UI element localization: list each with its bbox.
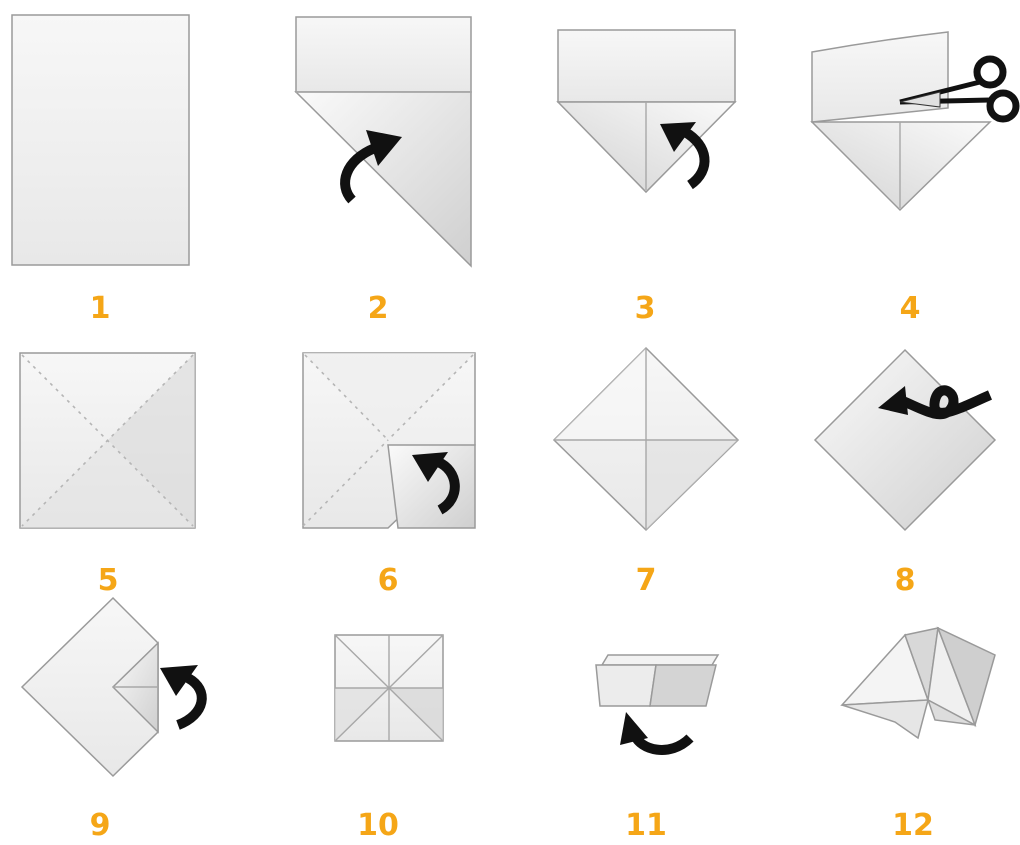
step-2 bbox=[296, 17, 471, 266]
step-labels: 1 2 3 4 5 6 7 8 9 10 11 12 bbox=[90, 291, 934, 843]
step-label: 2 bbox=[368, 291, 389, 326]
step-label: 3 bbox=[635, 291, 656, 326]
step-8 bbox=[815, 350, 995, 530]
pocket-right bbox=[650, 665, 716, 706]
folded-triangle bbox=[812, 122, 990, 210]
step-label: 5 bbox=[98, 563, 119, 598]
step-label: 8 bbox=[895, 563, 916, 598]
step-6 bbox=[303, 353, 475, 528]
paper-strip bbox=[296, 17, 471, 92]
step-10 bbox=[335, 635, 443, 741]
diamond bbox=[815, 350, 995, 530]
step-label: 7 bbox=[636, 563, 657, 598]
step-label: 4 bbox=[900, 291, 921, 326]
step-1 bbox=[12, 15, 189, 265]
step-4 bbox=[812, 32, 1016, 210]
step-label: 9 bbox=[90, 808, 111, 843]
paper-strip bbox=[812, 32, 948, 122]
step-label: 1 bbox=[90, 291, 111, 326]
step-label: 12 bbox=[892, 808, 934, 843]
paper-strip bbox=[558, 30, 735, 102]
folded-triangle bbox=[296, 92, 471, 266]
step-label: 11 bbox=[625, 808, 667, 843]
step-label: 6 bbox=[378, 563, 399, 598]
step-12 bbox=[842, 628, 995, 738]
step-9 bbox=[22, 598, 202, 776]
step-7 bbox=[554, 348, 738, 530]
paper-sheet bbox=[12, 15, 189, 265]
pocket-left bbox=[596, 665, 656, 706]
step-label: 10 bbox=[357, 808, 399, 843]
step-5 bbox=[20, 353, 195, 528]
step-11 bbox=[596, 655, 718, 750]
step-3 bbox=[558, 30, 735, 192]
